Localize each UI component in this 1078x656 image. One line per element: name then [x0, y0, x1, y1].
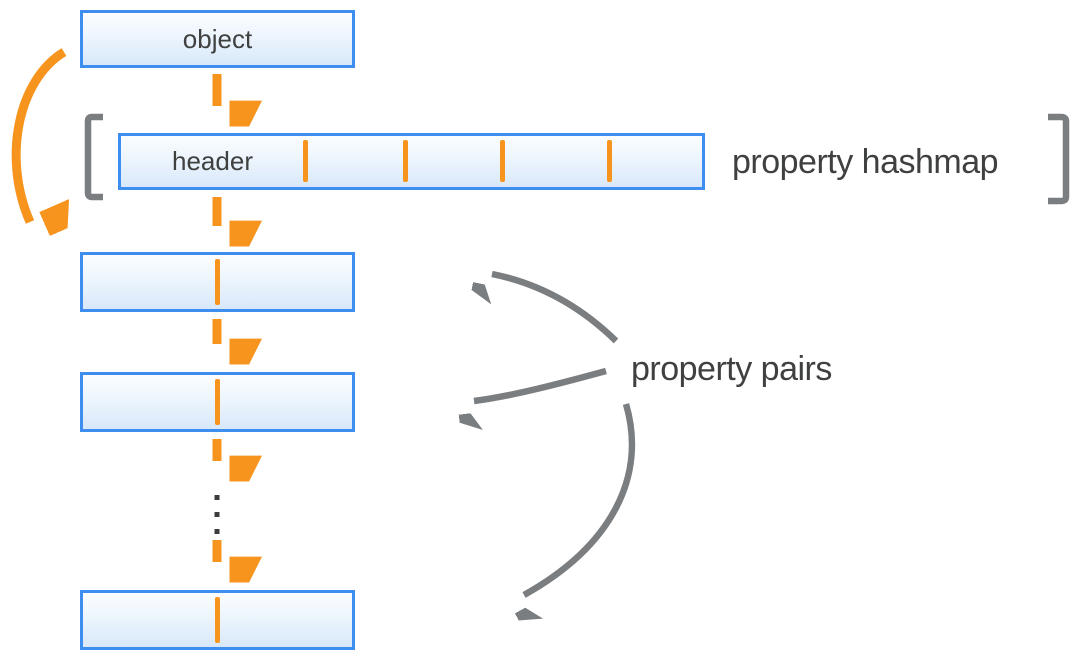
- property-hashmap-label: property hashmap: [732, 143, 999, 181]
- hashmap-cell-divider: [500, 140, 505, 182]
- curved-arrow-object-to-pair1: [11, 48, 64, 222]
- pair-divider: [215, 379, 220, 425]
- object-box: object: [80, 10, 355, 68]
- header-label: header: [172, 146, 253, 176]
- right-bracket: [1048, 113, 1070, 205]
- object-label: object: [182, 23, 253, 54]
- property-pair-box-1: [80, 252, 355, 312]
- property-pair-box-3: [80, 590, 355, 650]
- gray-arrow-to-pair1: [492, 270, 619, 344]
- gray-arrow-to-pair2: [474, 367, 607, 401]
- hashmap-cell-divider: [303, 140, 308, 182]
- property-pair-box-2: [80, 372, 355, 432]
- gray-arrow-to-pair3: [524, 403, 636, 595]
- property-pairs-label: property pairs: [631, 350, 832, 388]
- left-bracket: [84, 113, 103, 201]
- hashmap-cell-divider: [403, 140, 408, 182]
- vertical-ellipsis: [214, 495, 220, 534]
- pair-divider: [215, 597, 220, 643]
- hashmap-cell-divider: [607, 140, 612, 182]
- pair-divider: [215, 259, 220, 305]
- hashmap-header-cell: header: [121, 136, 304, 187]
- property-hashmap-box: header: [118, 133, 705, 190]
